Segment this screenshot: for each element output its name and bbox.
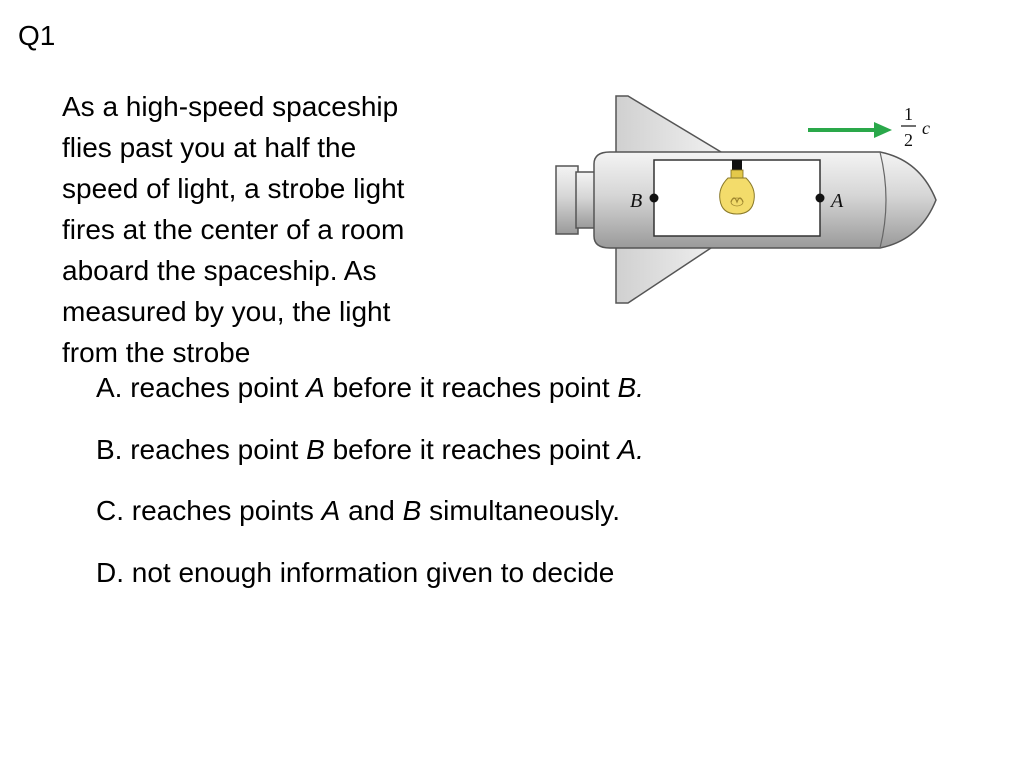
option-a[interactable]: A. reaches point A before it reaches poi… bbox=[96, 372, 644, 403]
spaceship-figure: B A 1 2 c bbox=[555, 95, 937, 304]
upper-fin bbox=[615, 95, 729, 156]
question-line: measured by you, the light bbox=[62, 296, 391, 327]
question-line: from the strobe bbox=[62, 337, 251, 368]
nozzle-neck bbox=[575, 171, 597, 229]
point-b-label: B bbox=[630, 190, 642, 212]
exhaust-nozzle bbox=[555, 165, 579, 235]
question-line: speed of light, a strobe light bbox=[62, 173, 405, 204]
velocity-arrow-icon bbox=[808, 122, 892, 138]
question-line: flies past you at half the bbox=[62, 132, 357, 163]
nose-seam bbox=[879, 151, 887, 249]
question-line: As a high-speed spaceship bbox=[62, 91, 399, 122]
speed-denominator: 2 bbox=[904, 130, 913, 150]
question-line: fires at the center of a room bbox=[62, 214, 405, 245]
option-b[interactable]: B. reaches point B before it reaches poi… bbox=[96, 433, 644, 465]
option-c[interactable]: C. reaches points A and B simultaneously… bbox=[96, 495, 621, 526]
point-a-label: A bbox=[829, 190, 844, 212]
slide-number: Q1 bbox=[18, 20, 56, 51]
point-a-marker bbox=[815, 193, 825, 203]
answer-options: A. reaches point A before it reaches poi… bbox=[96, 368, 644, 614]
bulb-icon bbox=[719, 160, 755, 215]
speed-numerator: 1 bbox=[904, 104, 913, 124]
point-b-marker bbox=[649, 193, 659, 203]
speed-symbol: c bbox=[922, 118, 930, 138]
question-text: As a high-speed spaceship flies past you… bbox=[62, 86, 502, 373]
option-d[interactable]: D. not enough information given to decid… bbox=[96, 556, 615, 588]
question-line: aboard the spaceship. As bbox=[62, 255, 377, 286]
